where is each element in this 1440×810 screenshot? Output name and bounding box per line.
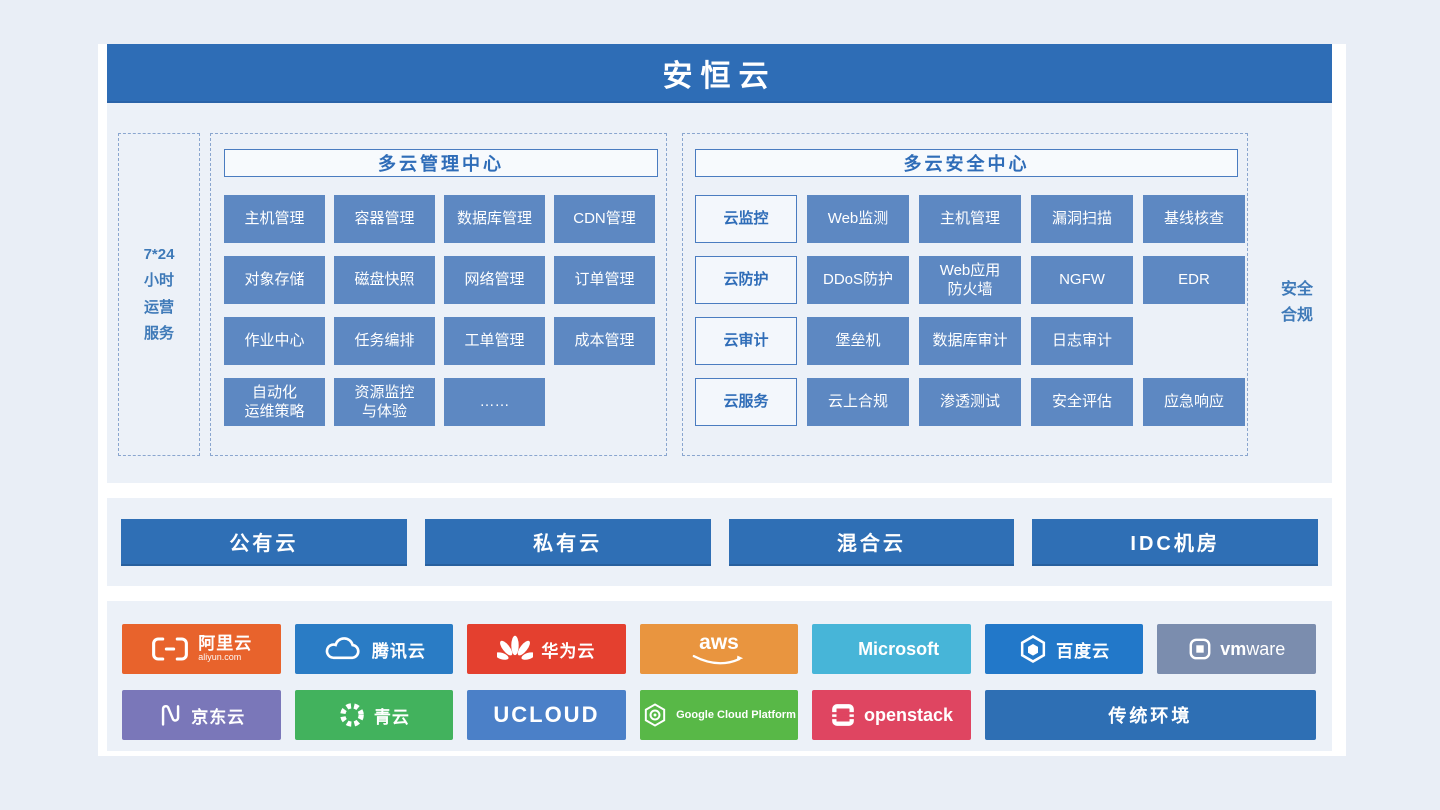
vendor-name: aws [699,630,739,654]
vendor-name: Google Cloud Platform [676,709,796,721]
qingcloud-icon [338,701,366,729]
page-title: 安恒云 [107,44,1332,103]
cloud-type-idc: IDC机房 [1032,519,1318,566]
cloud-type-private: 私有云 [424,519,711,566]
vendor-name: 腾讯云 [371,641,426,661]
aliyun-brackets-icon [150,635,190,663]
security-center-box: 多云安全中心 云监控 Web监测 主机管理 漏洞扫描 基线核查 云防护 DDoS… [682,133,1248,456]
jd-cloud-icon [157,701,183,729]
vendor-microsoft: Microsoft [812,624,971,674]
security-item: Web监测 [807,195,909,243]
management-center-title: 多云管理中心 [224,149,658,177]
ops-service-box: 7*24 小时 运营 服务 [118,133,200,456]
vendor-name: 青云 [373,707,410,727]
management-row-2: 对象存储 磁盘快照 网络管理 订单管理 [224,256,666,304]
management-item: 自动化 运维策略 [224,378,325,426]
vendor-subtext: aliyun.com [198,652,242,663]
vendor-aliyun: 阿里云 aliyun.com [122,624,281,674]
tencent-cloud-icon [322,635,364,663]
ops-service-label: 7*24 小时 运营 服务 [143,246,175,342]
security-item: 日志审计 [1031,317,1133,365]
security-item: 应急响应 [1143,378,1245,426]
security-item: DDoS防护 [807,256,909,304]
vendor-name-bold: vm [1220,638,1247,659]
security-item: Web应用 防火墙 [919,256,1021,304]
security-center-title: 多云安全中心 [695,149,1238,177]
security-item: 漏洞扫描 [1031,195,1133,243]
vendor-openstack: openstack [812,690,971,740]
platform-section: 安恒云 7*24 小时 运营 服务 多云管理中心 主机管理 容器管理 数据库管理… [107,44,1332,483]
cloud-type-hybrid: 混合云 [728,519,1015,566]
vendor-name: 传统环境 [1108,706,1193,726]
management-item: 对象存储 [224,256,325,304]
vendor-name: vmware [1220,639,1285,660]
vendor-google-cloud: Google Cloud Platform [639,690,799,740]
vendor-baidu: 百度云 [984,624,1144,674]
management-item-ellipsis: …… [444,378,545,426]
management-item: 容器管理 [334,195,435,243]
aws-smile-arrow-icon [690,653,748,667]
vendor-name: Microsoft [858,638,940,659]
management-row-4: 自动化 运维策略 资源监控 与体验 …… [224,378,666,426]
management-item: 成本管理 [554,317,655,365]
vendors-section: 阿里云 aliyun.com 腾讯云 华为云 aws [107,601,1332,751]
security-category: 云审计 [695,317,797,365]
management-item: 任务编排 [334,317,435,365]
security-category: 云监控 [695,195,797,243]
vmware-box-icon [1188,637,1212,661]
security-item: EDR [1143,256,1245,304]
security-item: 基线核查 [1143,195,1245,243]
security-item: 主机管理 [919,195,1021,243]
cloud-type-public: 公有云 [121,519,407,566]
security-item: 安全评估 [1031,378,1133,426]
vendor-legacy-environment: 传统环境 [984,690,1316,740]
vendor-aws: aws [639,624,799,674]
vendor-name: 百度云 [1056,641,1111,661]
security-item: NGFW [1031,256,1133,304]
security-item: 堡垒机 [807,317,909,365]
security-row-3: 云审计 堡垒机 数据库审计 日志审计 [695,317,1247,365]
vendor-name: 阿里云 [198,634,253,654]
security-item: 渗透测试 [919,378,1021,426]
vendor-tencent: 腾讯云 [294,624,454,674]
management-row-1: 主机管理 容器管理 数据库管理 CDN管理 [224,195,666,243]
diagram-card: 安恒云 7*24 小时 运营 服务 多云管理中心 主机管理 容器管理 数据库管理… [98,44,1346,756]
baidu-cloud-icon [1018,634,1048,664]
cloud-types-section: 公有云 私有云 混合云 IDC机房 [107,498,1332,586]
vendor-jdcloud: 京东云 [122,690,281,740]
management-center-box: 多云管理中心 主机管理 容器管理 数据库管理 CDN管理 对象存储 磁盘快照 网… [210,133,667,456]
security-item: 数据库审计 [919,317,1021,365]
management-row-3: 作业中心 任务编排 工单管理 成本管理 [224,317,666,365]
vendor-ucloud: UCLOUD [467,690,626,740]
vendor-huawei: 华为云 [467,624,626,674]
vendor-qingcloud: 青云 [294,690,454,740]
vendor-name: openstack [864,704,954,725]
management-item: CDN管理 [554,195,655,243]
vendor-name-light: ware [1246,638,1286,659]
security-category: 云防护 [695,256,797,304]
security-row-1: 云监控 Web监测 主机管理 漏洞扫描 基线核查 [695,195,1247,243]
security-item: 云上合规 [807,378,909,426]
management-item: 主机管理 [224,195,325,243]
security-category: 云服务 [695,378,797,426]
management-item: 网络管理 [444,256,545,304]
management-item: 数据库管理 [444,195,545,243]
management-item: 作业中心 [224,317,325,365]
vendor-vmware: vmware [1157,624,1316,674]
vendor-name: 京东云 [191,707,246,727]
vendor-name: UCLOUD [493,702,600,727]
management-item: 磁盘快照 [334,256,435,304]
google-cloud-hexagon-icon [642,702,668,728]
management-item: 资源监控 与体验 [334,378,435,426]
management-item: 工单管理 [444,317,545,365]
security-compliance-label: 安全 合规 [1280,281,1313,325]
vendor-label: 阿里云 aliyun.com [198,635,252,662]
huawei-flower-icon [497,634,534,664]
security-row-2: 云防护 DDoS防护 Web应用 防火墙 NGFW EDR [695,256,1247,304]
security-row-4: 云服务 云上合规 渗透测试 安全评估 应急响应 [695,378,1247,426]
management-item: 订单管理 [554,256,655,304]
vendor-name: 华为云 [541,641,596,661]
openstack-square-icon [830,702,856,728]
